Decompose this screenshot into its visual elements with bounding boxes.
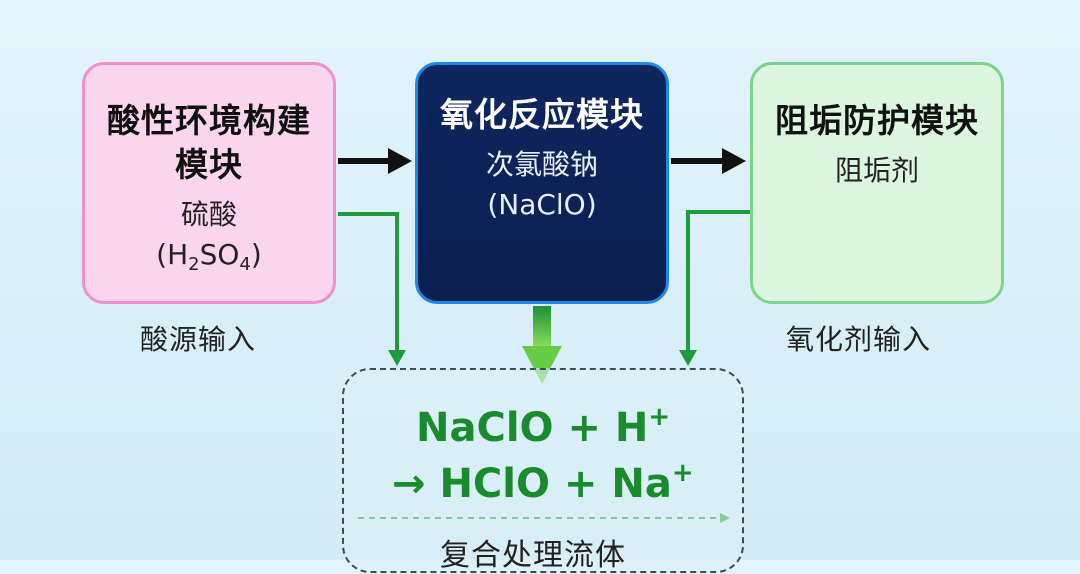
acid-module-title: 酸性环境构建模块 [107, 101, 311, 184]
formula-part: (H [156, 238, 189, 271]
feed-arrow-middle [522, 306, 562, 384]
formula-subscript: 2 [188, 254, 200, 275]
reaction-equation-line-1: NaClO + H+ [416, 402, 670, 451]
equation-text: NaClO + H [416, 405, 649, 451]
feed-line-left [338, 212, 406, 366]
oxidation-module-reagent: 次氯酸钠 [485, 148, 598, 181]
reaction-equation-line-2: → HClO + Na+ [392, 458, 694, 507]
equation-superscript: + [648, 402, 671, 432]
equation-text: → HClO + Na [392, 461, 672, 507]
formula-part: SO [199, 238, 240, 271]
oxidation-reaction-module: 氧化反应模块 次氯酸钠 (NaClO) [415, 62, 669, 304]
protection-module-reagent: 阻垢剂 [834, 154, 919, 187]
oxidant-input-caption: 氧化剂输入 [786, 323, 932, 356]
flow-arrow-left-to-middle [338, 148, 412, 174]
feed-line-right [679, 210, 750, 366]
acid-input-caption: 酸源输入 [140, 323, 257, 356]
oxidation-module-title: 氧化反应模块 [440, 95, 644, 134]
acid-environment-module: 酸性环境构建模块 硫酸 (H2SO4) [82, 62, 336, 304]
oxidation-module-formula: (NaClO) [487, 188, 597, 221]
composite-fluid-label: 复合处理流体 [440, 538, 626, 573]
scale-protection-module: 阻垢防护模块 阻垢剂 [750, 62, 1004, 304]
equation-superscript: + [671, 458, 694, 488]
formula-part: ) [250, 238, 262, 271]
protection-module-title: 阻垢防护模块 [775, 101, 979, 140]
composite-fluid-box: NaClO + H+ → HClO + Na+ 复合处理流体 [342, 368, 744, 573]
acid-module-formula: (H2SO4) [156, 235, 262, 285]
flow-arrow-middle-to-right [671, 148, 746, 174]
formula-subscript: 4 [239, 254, 251, 275]
acid-module-reagent: 硫酸 [180, 198, 237, 231]
watermark [930, 544, 1050, 560]
